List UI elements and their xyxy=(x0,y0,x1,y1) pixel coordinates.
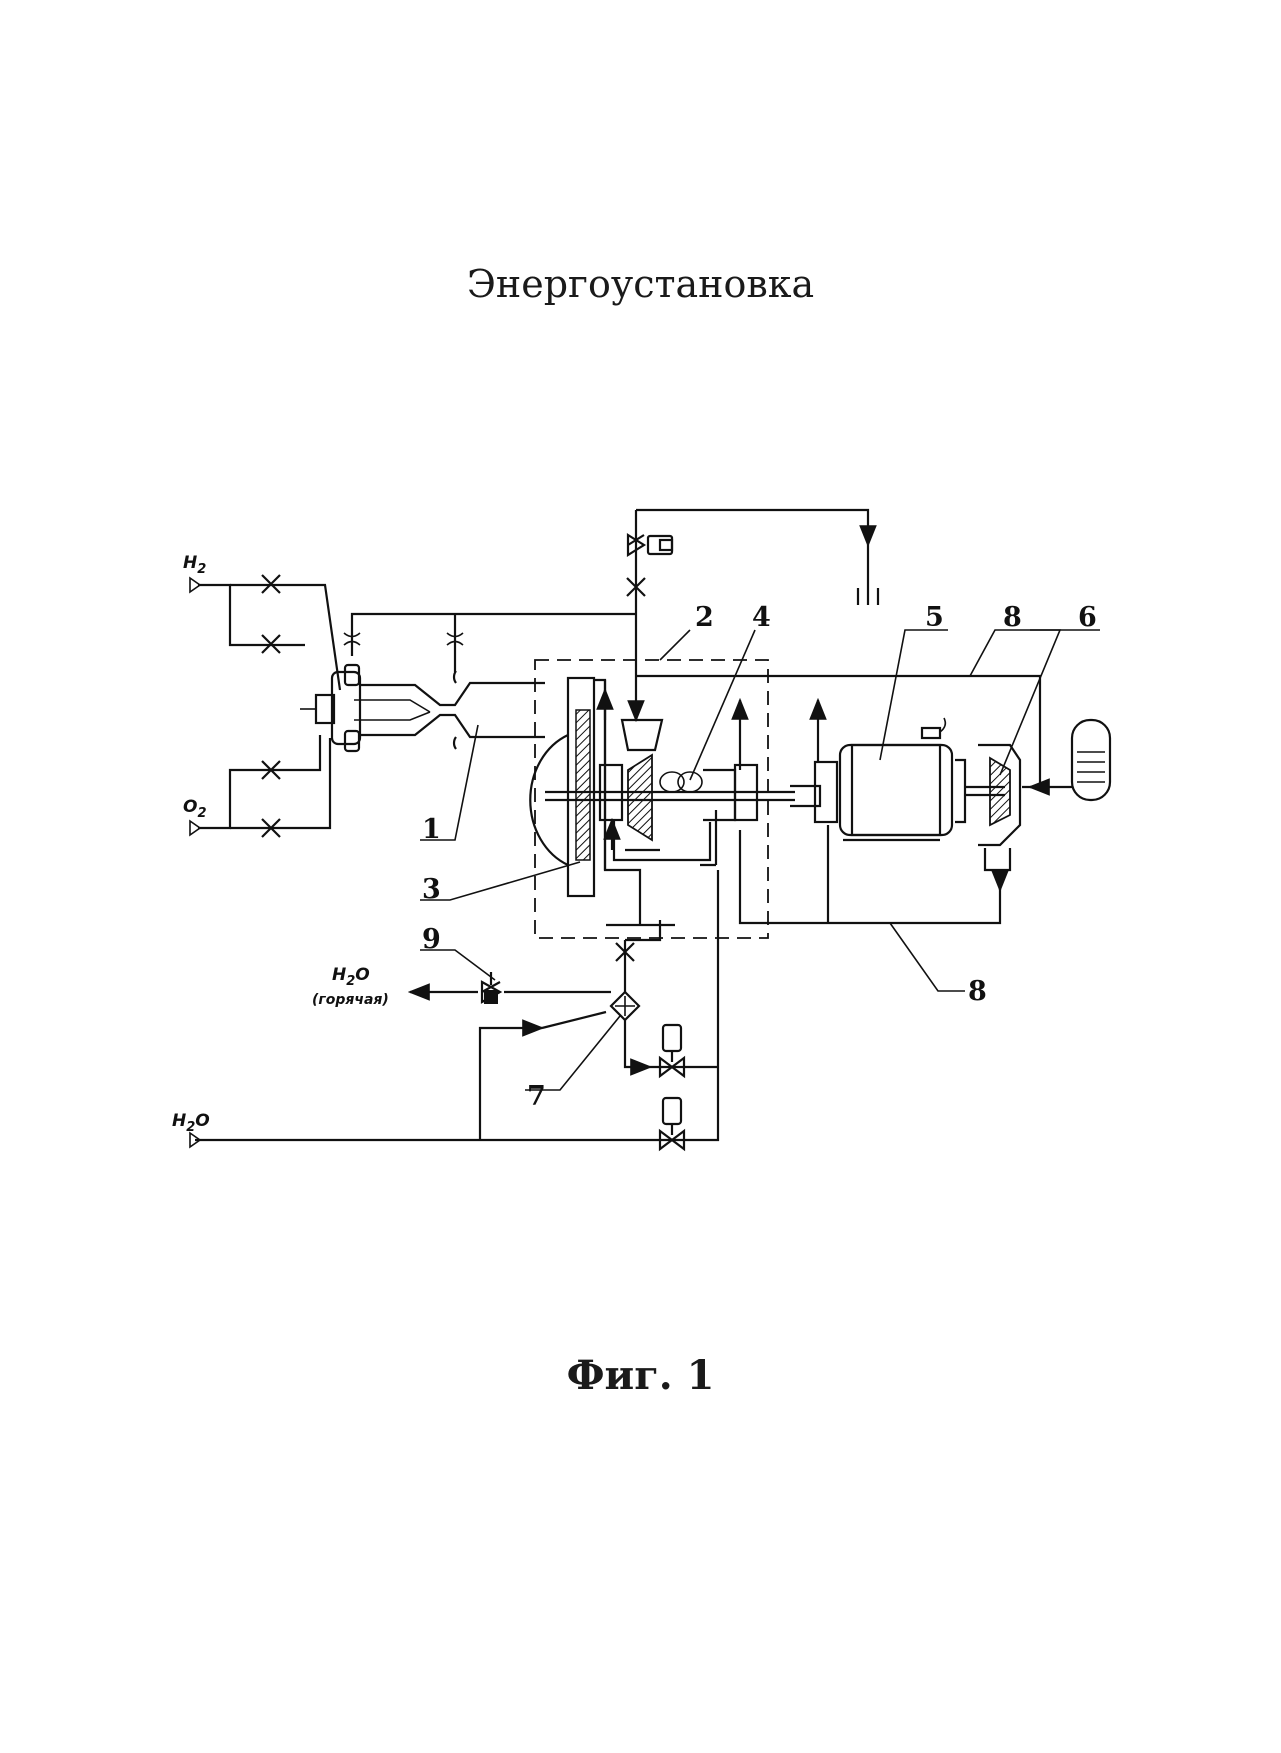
callout-8-upper: 8 xyxy=(1003,602,1022,633)
turbine-disk xyxy=(529,676,642,925)
control-valve-icon xyxy=(626,533,674,557)
leader-lines xyxy=(420,629,1100,1091)
oxygen-supply-line xyxy=(189,735,332,837)
callout-6: 6 xyxy=(1078,602,1097,633)
water-tank xyxy=(1027,718,1112,802)
callout-5: 5 xyxy=(925,602,944,633)
hydrogen-valve-icon xyxy=(261,574,281,654)
turbine-unit-boundary xyxy=(534,659,769,939)
exhaust-line xyxy=(636,508,880,605)
callout-7: 7 xyxy=(527,1081,546,1112)
hydrogen-supply-line xyxy=(189,576,342,691)
oxygen-label: O2 xyxy=(183,797,207,821)
callout-4: 4 xyxy=(752,602,771,633)
electric-generator xyxy=(838,717,967,842)
callout-2: 2 xyxy=(695,602,714,633)
oxygen-valve-icon xyxy=(261,760,281,838)
heat-exchanger xyxy=(609,990,641,1022)
callout-8-lower: 8 xyxy=(968,976,987,1007)
hot-water-valve-icon xyxy=(480,972,503,1004)
hydrogen-label: H2 xyxy=(183,553,206,577)
return-line-lower xyxy=(700,810,718,867)
gas-generator xyxy=(300,663,545,753)
callout-numbers: 1 2 3 4 5 6 7 8 8 9 xyxy=(422,602,1097,1112)
shutoff-valve-icon xyxy=(615,942,635,962)
hot-water-label: H2O xyxy=(332,965,370,989)
figure-caption: Фиг. 1 xyxy=(566,1352,715,1399)
feed-pump xyxy=(965,743,1022,893)
pump-impeller xyxy=(620,718,703,852)
shutoff-valve-icon xyxy=(626,577,646,597)
cold-water-label: H2O xyxy=(172,1111,210,1135)
throttle-icon xyxy=(343,632,464,646)
callout-3: 3 xyxy=(422,874,441,905)
hot-water-note: (горячая) xyxy=(312,992,389,1008)
medium-labels: H2 O2 H2O H2O (горячая) xyxy=(172,553,389,1135)
coolant-bypass-line xyxy=(350,612,636,672)
coolant-flow-lines xyxy=(596,510,1002,942)
page-title: Энергоустановка xyxy=(466,262,815,306)
callout-1: 1 xyxy=(422,814,441,845)
regulating-valve-icon xyxy=(658,1023,686,1152)
cold-water-supply-line xyxy=(189,870,720,1149)
callout-9: 9 xyxy=(422,924,441,955)
